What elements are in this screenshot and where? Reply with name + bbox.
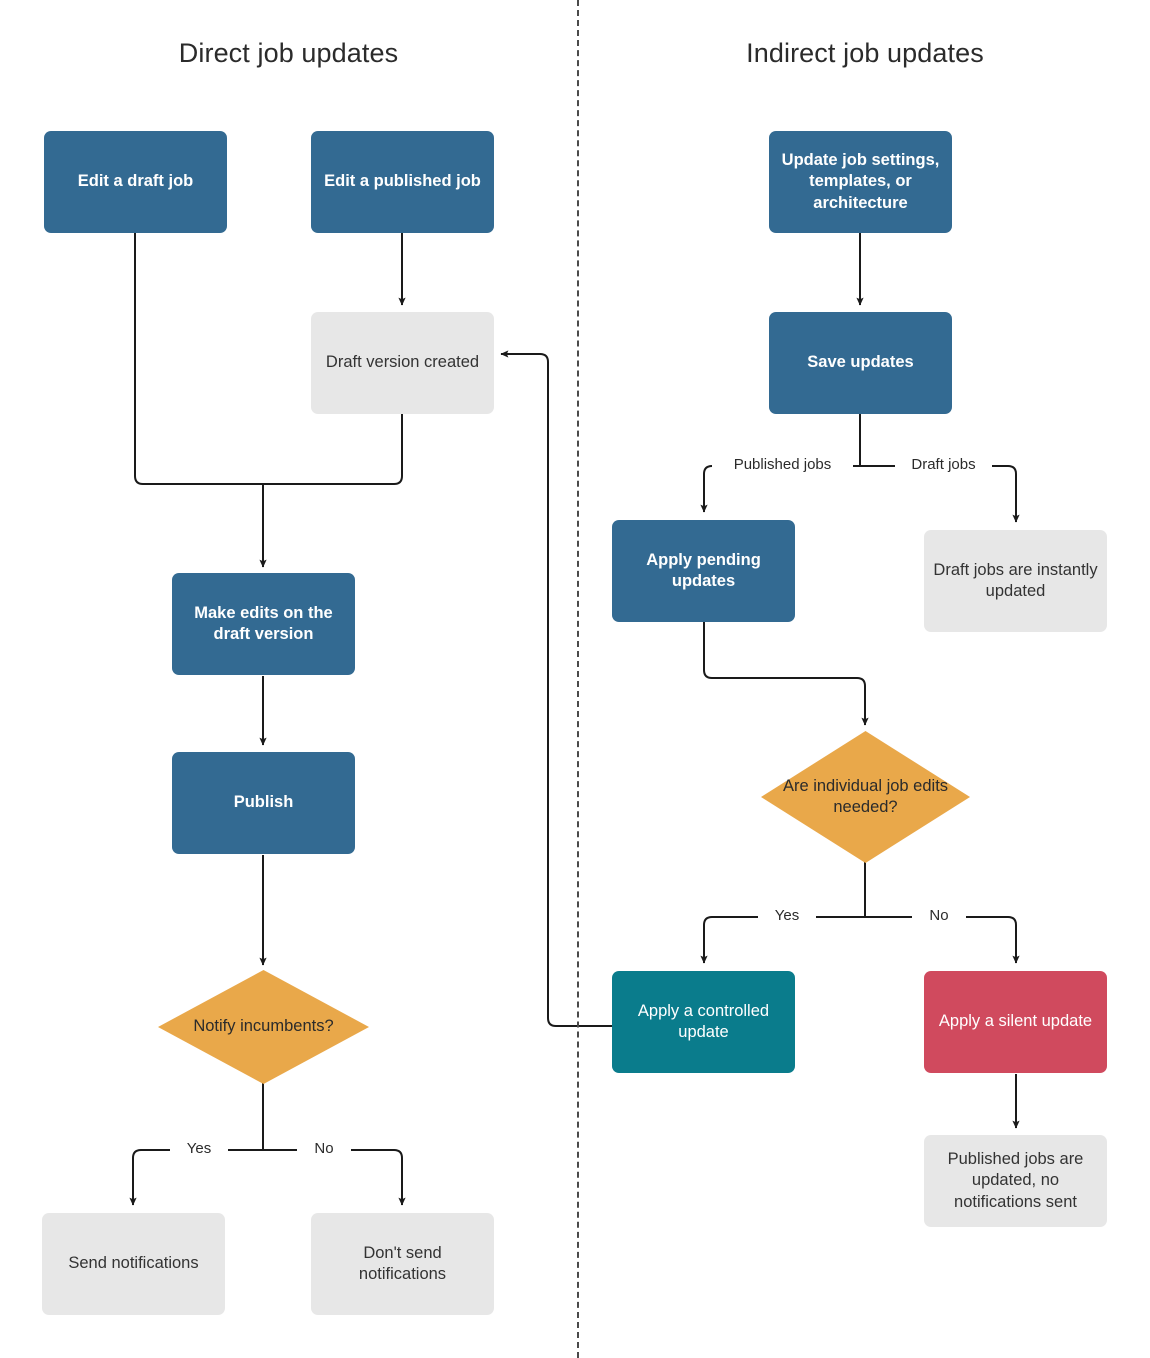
node-notify-incumbents[interactable]: Notify incumbents? (158, 970, 369, 1084)
edge-notify-no (263, 1149, 406, 1206)
node-make-edits-on-draft-version[interactable]: Make edits on the draft version (172, 573, 355, 675)
node-apply-pending-updates[interactable]: Apply pending updates (612, 520, 795, 622)
node-draft-jobs-instantly-updated[interactable]: Draft jobs are instantly updated (924, 530, 1107, 632)
node-apply-silent-update[interactable]: Apply a silent update (924, 971, 1107, 1073)
edge-editdraft-to-merge (134, 233, 263, 485)
node-notify-incumbents-label: Notify incumbents? (193, 1017, 334, 1036)
node-save-updates[interactable]: Save updates (769, 312, 952, 414)
node-edit-published-job[interactable]: Edit a published job (311, 131, 494, 233)
edge-applypending-to-decision (703, 621, 869, 726)
edge-label-edits-yes: Yes (758, 907, 816, 924)
node-send-notifications[interactable]: Send notifications (42, 1213, 225, 1315)
node-update-job-settings[interactable]: Update job settings, templates, or archi… (769, 131, 952, 233)
edge-label-draft-jobs: Draft jobs (895, 456, 992, 473)
node-draft-version-created[interactable]: Draft version created (311, 312, 494, 414)
edge-label-published-jobs: Published jobs (712, 456, 853, 473)
edge-draftversion-to-merge (263, 413, 403, 485)
edge-label-edits-no: No (912, 907, 966, 924)
node-dont-send-notifications[interactable]: Don't send notifications (311, 1213, 494, 1315)
edge-draft-jobs (860, 465, 1020, 523)
column-title-indirect: Indirect job updates (746, 38, 984, 68)
node-edit-draft-job[interactable]: Edit a draft job (44, 131, 227, 233)
edge-notify-yes (129, 1149, 263, 1206)
node-are-individual-job-edits-needed-label: Are individual job edits needed? (782, 776, 949, 816)
node-published-jobs-updated-no-notifications[interactable]: Published jobs are updated, no notificat… (924, 1135, 1107, 1227)
node-are-individual-job-edits-needed[interactable]: Are individual job edits needed? (761, 731, 970, 863)
edge-label-notify-yes: Yes (170, 1140, 228, 1157)
node-apply-controlled-update[interactable]: Apply a controlled update (612, 971, 795, 1073)
edge-label-notify-no: No (297, 1140, 351, 1157)
column-divider (577, 0, 579, 1358)
node-publish[interactable]: Publish (172, 752, 355, 854)
edge-controlled-to-draftversion (500, 350, 612, 1027)
column-title-direct: Direct job updates (178, 38, 399, 68)
